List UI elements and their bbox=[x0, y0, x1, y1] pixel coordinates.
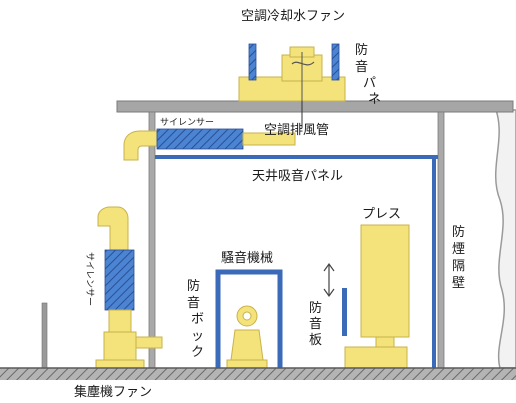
label-soundproof-board-1: 防 bbox=[309, 300, 322, 316]
label-noisy-machine: 騒音機械 bbox=[221, 250, 273, 266]
left-post bbox=[41, 302, 48, 369]
label-dust-collector-fan: 集塵機ファン bbox=[74, 384, 152, 400]
soundproof-board bbox=[342, 288, 347, 336]
label-silencer-left-text: サイレンサー bbox=[84, 252, 95, 306]
label-soundproof-box-3: ボ bbox=[191, 312, 204, 327]
noisy-machine bbox=[226, 305, 268, 369]
label-soundproof-board-2: 音 bbox=[309, 316, 322, 332]
label-soundproof-panel-1: 防 bbox=[355, 42, 368, 58]
smoke-wall-shape bbox=[494, 109, 516, 369]
label-silencer-top: サイレンサー bbox=[160, 117, 214, 128]
label-press: プレス bbox=[362, 207, 401, 222]
label-smoke-wall-3: 隔 bbox=[452, 259, 465, 274]
label-soundproof-panel-2: 音 bbox=[355, 59, 368, 75]
press-machine bbox=[344, 224, 410, 369]
label-exhaust-duct: 空調排風管 bbox=[264, 123, 329, 138]
press-motion-arrow bbox=[323, 262, 335, 298]
label-soundproof-box-5: ク bbox=[191, 345, 204, 360]
label-smoke-wall: 防 煙 隔 壁 bbox=[452, 224, 465, 291]
label-soundproof-box: 防 音 ボ ッ ク bbox=[187, 278, 204, 360]
label-soundproof-box-1: 防 bbox=[187, 278, 200, 294]
ac-cooling-fan-unit bbox=[238, 46, 346, 102]
ceiling-absorb-panel bbox=[155, 155, 438, 159]
floor bbox=[0, 368, 516, 380]
label-smoke-wall-4: 壁 bbox=[452, 276, 465, 291]
left-column bbox=[148, 111, 156, 369]
ceiling-absorb-panel-side bbox=[432, 155, 436, 368]
label-soundproof-board-3: 板 bbox=[309, 333, 322, 348]
label-soundproof-box-2: 音 bbox=[187, 295, 200, 311]
label-smoke-wall-1: 防 bbox=[452, 224, 465, 240]
label-soundproof-box-4: ッ bbox=[191, 329, 204, 344]
label-ceiling-absorb-panel: 天井吸音パネル bbox=[252, 168, 343, 184]
ceiling-slab bbox=[116, 100, 514, 113]
label-silencer-left: サイレンサー bbox=[84, 252, 95, 306]
label-smoke-wall-2: 煙 bbox=[452, 242, 465, 257]
right-column bbox=[437, 111, 445, 369]
label-soundproof-panel-3: パ bbox=[363, 76, 376, 91]
label-soundproof-panel-4: ネ bbox=[368, 92, 381, 107]
label-soundproof-panel: 防 音 パ ネ bbox=[355, 42, 381, 107]
label-soundproof-board: 防 音 板 bbox=[309, 300, 322, 348]
soundproof-panel-right bbox=[331, 43, 340, 81]
top-silencer-assembly bbox=[123, 128, 296, 161]
soundproof-panel-left bbox=[248, 43, 257, 81]
label-ac-cooling-fan: 空調冷却水ファン bbox=[241, 9, 345, 24]
soundproof-box-frame bbox=[215, 269, 283, 368]
